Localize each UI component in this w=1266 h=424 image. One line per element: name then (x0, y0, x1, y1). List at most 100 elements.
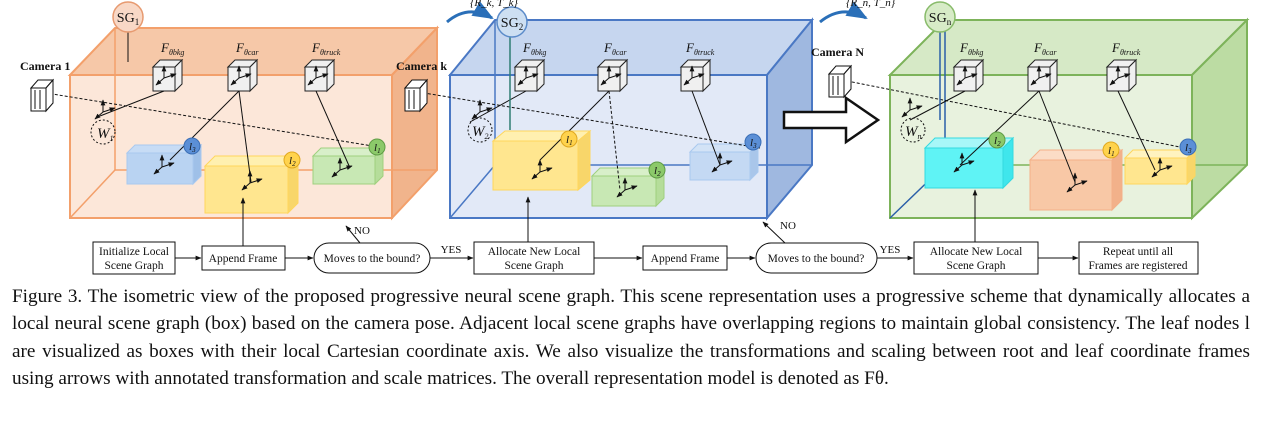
world-frame-2: W2 (467, 117, 493, 143)
axis-line (238, 73, 252, 79)
svg-text:SG2: SG2 (501, 16, 523, 32)
axis-line (683, 77, 693, 86)
figure-caption: Figure 3. The isometric view of the prop… (12, 283, 1250, 393)
flow-append-box-1: Append Frame (201, 245, 286, 271)
feature-cube-bkg-3 (952, 58, 985, 93)
feature-labels: Fθbkg Fθcar Fθtruck Fθbkg Fθcar Fθtruck … (160, 40, 1141, 57)
svg-text:Fθtruck: Fθtruck (685, 40, 715, 57)
flow-moves-decision-1: Moves to the bound? (313, 242, 431, 274)
world-frame-n: Wn (900, 117, 926, 143)
scene-graph-diagram: SG1 SG2 SGn {R_k, T_k} {R_n, T_n} (20, 0, 1250, 275)
axis-line (600, 77, 610, 86)
svg-text:W2: W2 (472, 124, 489, 141)
leaf-box-yellow-3 (1123, 148, 1197, 186)
axis-line (339, 165, 353, 171)
axis-line (1151, 169, 1161, 178)
feature-cube-truck-1 (303, 58, 336, 93)
axis-line (1109, 77, 1119, 86)
svg-text:Fθbkg: Fθbkg (522, 40, 546, 57)
leaf-node-markers: l3 l2 l1 l1 l2 l3 l2 l1 l3 (183, 130, 1197, 179)
feature-cube-truck-2 (679, 58, 712, 93)
axis-line (956, 77, 966, 86)
svg-text:Append Frame: Append Frame (209, 253, 278, 265)
transform-arrow-k (446, 1, 494, 24)
axis-line (161, 162, 175, 168)
svg-text:Moves to the bound?: Moves to the bound? (768, 253, 865, 265)
axis-line (471, 111, 481, 120)
leaf-marker-b1-1: l1 (368, 138, 386, 156)
axis-line (539, 167, 553, 173)
flow-yes-label-1: YES (441, 244, 462, 256)
caption-text: The isometric view of the proposed progr… (12, 286, 1250, 390)
axis-line (479, 107, 493, 113)
camera-1-icon (29, 78, 55, 113)
camera-1-label: Camera 1 (20, 59, 70, 73)
flow-no-label-2: NO (780, 220, 796, 232)
feature-cube-bkg-2 (513, 58, 546, 93)
svg-text:l1: l1 (1108, 145, 1115, 158)
svg-text:l2: l2 (994, 135, 1001, 148)
axis-line (230, 77, 240, 86)
svg-text:Scene Graph: Scene Graph (946, 260, 1005, 272)
leaf-box-blue-2 (688, 142, 760, 182)
scene-graph-root-nodes: SG1 SG2 SGn (112, 1, 956, 38)
sg-node-n: SGn (924, 1, 956, 33)
graph-edges (39, 30, 1186, 248)
figure-number: Figure 3. (12, 286, 83, 307)
svg-text:Allocate New Local: Allocate New Local (930, 246, 1023, 258)
camera-k-icon (403, 78, 429, 113)
axis-line (1074, 180, 1088, 186)
feature-cube-bkg-1 (151, 58, 184, 93)
axis-line (624, 185, 638, 191)
leaf-marker-b2-3: l3 (744, 133, 762, 151)
svg-text:Fθbkg: Fθbkg (959, 40, 983, 57)
transform-arrow-n (819, 1, 868, 24)
axis-line (961, 160, 975, 166)
svg-text:Fθtruck: Fθtruck (311, 40, 341, 57)
flow-append-box-2: Append Frame (642, 245, 728, 271)
svg-text:Allocate New Local: Allocate New Local (488, 246, 581, 258)
leaf-box-green-1 (311, 146, 385, 186)
axis-line (964, 73, 978, 79)
svg-text:Fθcar: Fθcar (603, 40, 627, 57)
camera-n-label: Camera N (811, 45, 864, 59)
flow-init-box: Initialize Local Scene Graph (92, 241, 176, 275)
axis-line (155, 77, 165, 86)
svg-text:SG1: SG1 (117, 11, 139, 27)
feature-cube-car-2 (596, 58, 629, 93)
svg-text:l3: l3 (750, 137, 757, 150)
axis-line (315, 73, 329, 79)
flow-no-label-1: NO (354, 225, 370, 237)
flow-moves-decision-2: Moves to the bound? (755, 242, 878, 274)
leaf-box-yellow-1 (203, 154, 300, 215)
axis-line (531, 171, 541, 180)
flow-allocate-box-1: Allocate New Local Scene Graph (473, 241, 595, 275)
progression-arrow (782, 95, 881, 145)
camera-k-label: Camera k (396, 59, 447, 73)
axis-line (249, 178, 263, 184)
svg-text:l1: l1 (374, 142, 381, 155)
flowchart: Initialize Local Scene Graph Append Fram… (92, 220, 1199, 275)
svg-text:l1: l1 (566, 134, 573, 147)
world-frames: W1 W2 Wn (90, 117, 926, 145)
axis-line (909, 105, 923, 111)
flow-allocate-box-2: Allocate New Local Scene Graph (913, 241, 1039, 275)
svg-text:Append Frame: Append Frame (651, 253, 720, 265)
axis-line (1117, 73, 1131, 79)
feature-cube-car-3 (1026, 58, 1059, 93)
feature-cube-car-1 (226, 58, 259, 93)
svg-text:Frames are registered: Frames are registered (1089, 260, 1188, 272)
axis-line (94, 111, 104, 120)
feature-cube-truck-3 (1105, 58, 1138, 93)
axis-line (1066, 184, 1076, 193)
axis-line (953, 164, 963, 173)
svg-text:Scene Graph: Scene Graph (104, 260, 163, 272)
axis-line (153, 166, 163, 175)
leaf-marker-b2-1: l1 (560, 130, 578, 148)
sg-node-1: SG1 (112, 1, 144, 33)
leaf-marker-b1-3: l3 (183, 137, 201, 155)
svg-text:W1: W1 (97, 126, 114, 143)
cameras: Camera 1 Camera k Camera N (20, 45, 864, 113)
coordinate-axes (94, 65, 1173, 198)
svg-text:{R_n, T_n}: {R_n, T_n} (846, 0, 896, 9)
